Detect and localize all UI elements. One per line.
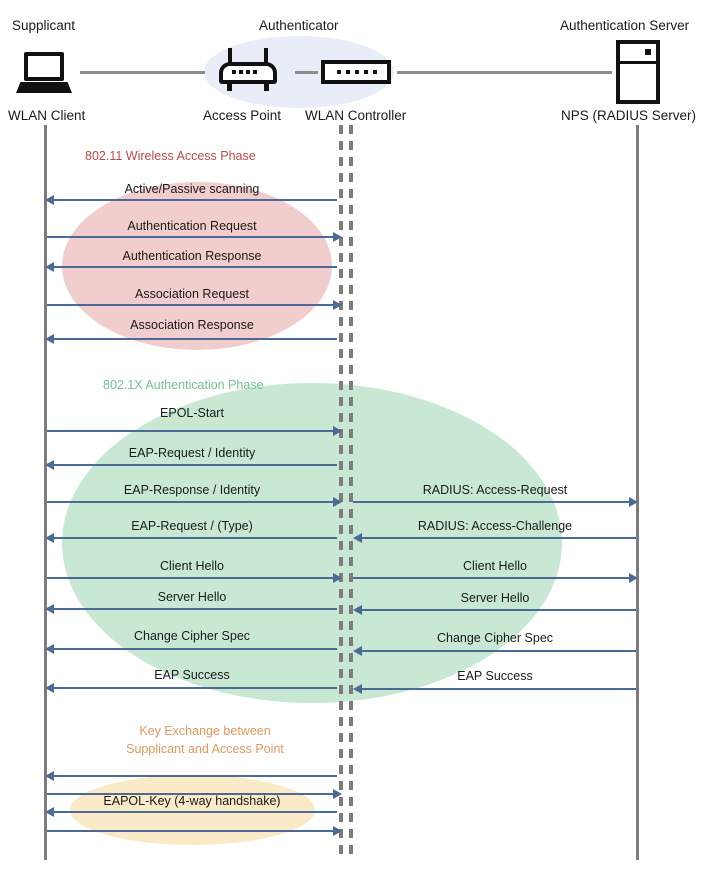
role-title-authenticator: Authenticator [259,18,339,33]
message-left-8-label: EAP-Request / (Type) [131,519,253,533]
message-left-4-label: Association Response [130,318,254,332]
access-point-icon [219,48,277,94]
message-left-0-label: Active/Passive scanning [124,182,260,196]
lifeline-auth-server [636,125,639,860]
message-left-12-label: EAP Success [154,668,230,682]
wlan-controller-icon [321,60,391,84]
role-title-auth-server: Authentication Server [560,18,690,33]
message-left-9-label: Client Hello [160,559,224,573]
phase-label-wireless-access: 802.11 Wireless Access Phase [85,149,256,163]
phase-label-key-exchange-line2: Supplicant and Access Point [126,742,284,756]
message-right-5-label: EAP Success [457,669,533,683]
wire-controller-to-server [397,71,612,74]
server-icon [616,40,660,104]
message-right-3-label: Server Hello [460,591,530,605]
node-label-wlan-controller: WLAN Controller [305,108,407,123]
phase-blob-key-exchange [70,775,315,845]
node-label-nps-server: NPS (RADIUS Server) [561,108,697,123]
lifeline-supplicant [44,125,47,860]
message-right-2-label: Client Hello [463,559,527,573]
message-right-1-label: RADIUS: Access-Challenge [417,519,573,533]
phase-label-dot1x: 802.1X Authentication Phase [103,378,264,392]
message-left-11-label: Change Cipher Spec [133,629,251,643]
laptop-icon [16,52,72,94]
node-label-access-point: Access Point [203,108,282,123]
message-left-6-label: EAP-Request / Identity [128,446,256,460]
message-left-7-label: EAP-Response / Identity [123,483,261,497]
message-left-10-label: Server Hello [157,590,227,604]
message-left-3-label: Association Request [135,287,249,301]
lifeline-access-point [339,125,343,860]
message-left-1-label: Authentication Request [127,219,257,233]
wire-client-to-ap [80,71,205,74]
wire-ap-to-controller [295,71,318,74]
lifeline-wlan-controller [349,125,353,860]
message-right-4-label: Change Cipher Spec [436,631,554,645]
message-left-2-label: Authentication Response [122,249,262,263]
message-right-0-label: RADIUS: Access-Request [422,483,568,497]
phase-label-key-exchange-line1: Key Exchange between [139,724,271,738]
message-left-15-label: EAPOL-Key (4-way handshake) [103,794,281,808]
node-label-wlan-client: WLAN Client [8,108,86,123]
role-title-supplicant: Supplicant [12,18,76,33]
message-left-5-label: EPOL-Start [160,406,224,420]
phase-label-key-exchange: Key Exchange between Supplicant and Acce… [100,722,310,758]
